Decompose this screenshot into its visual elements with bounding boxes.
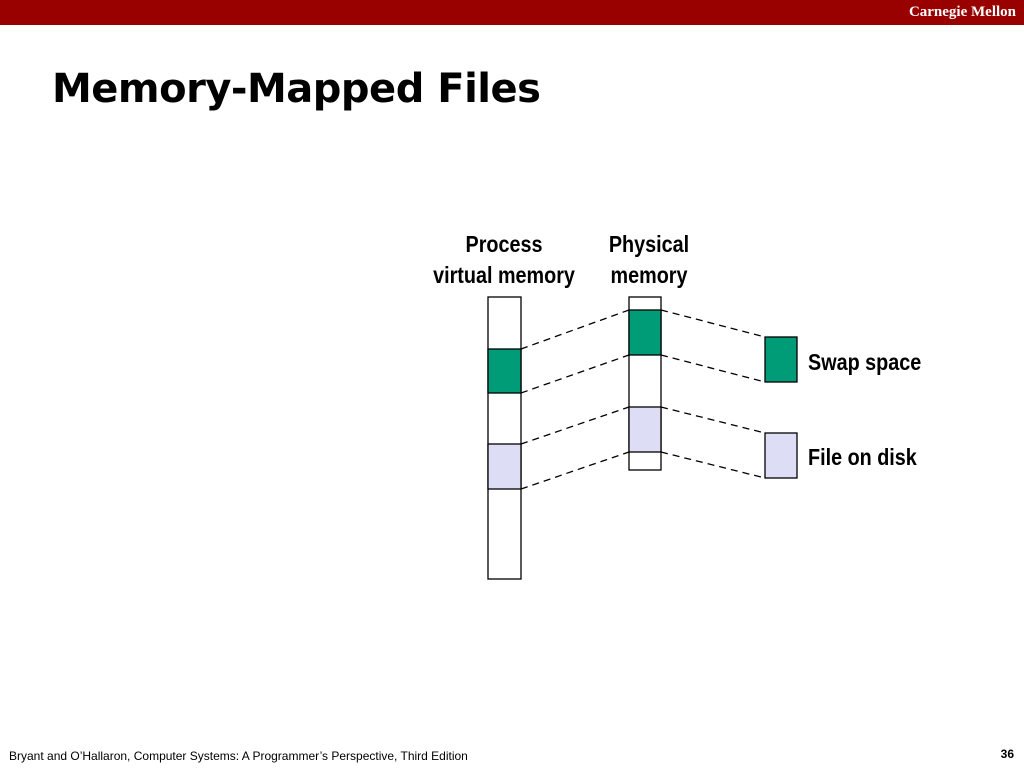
virtual-file-region	[487, 443, 522, 490]
map-line-file-top	[520, 406, 630, 445]
virtual-swap-region	[487, 348, 522, 394]
map-line-phys-swap-top	[660, 309, 766, 338]
map-line-phys-file-bottom	[660, 451, 766, 479]
map-line-file-bottom	[520, 451, 630, 490]
map-line-swap-top	[520, 309, 630, 350]
physical-swap-region	[628, 309, 662, 356]
virtual-memory-label-line1: Process	[465, 231, 543, 257]
physical-memory-label-line1: Physical	[608, 231, 690, 257]
slide-title: Memory-Mapped Files	[52, 66, 541, 112]
page-number: 36	[1000, 747, 1014, 761]
file-on-disk-block	[764, 432, 798, 479]
physical-file-region	[628, 406, 662, 453]
physical-memory-label-line2: memory	[610, 262, 688, 288]
virtual-memory-label-line2: virtual memory	[433, 262, 575, 288]
virtual-memory-label: Process virtual memory	[427, 229, 582, 291]
map-line-swap-bottom	[520, 354, 630, 394]
top-bar: Carnegie Mellon	[0, 0, 1024, 25]
swap-space-block	[764, 336, 798, 383]
brand-text: Carnegie Mellon	[908, 4, 1016, 20]
physical-memory-label: Physical memory	[593, 229, 705, 291]
file-on-disk-label: File on disk	[808, 444, 917, 470]
map-line-phys-file-top	[660, 406, 766, 434]
map-line-phys-swap-bottom	[660, 354, 766, 383]
virtual-memory-column	[487, 296, 522, 580]
swap-space-label: Swap space	[808, 349, 922, 375]
mapping-lines	[520, 309, 766, 490]
footer-citation: Bryant and O’Hallaron, Computer Systems:…	[9, 749, 468, 763]
